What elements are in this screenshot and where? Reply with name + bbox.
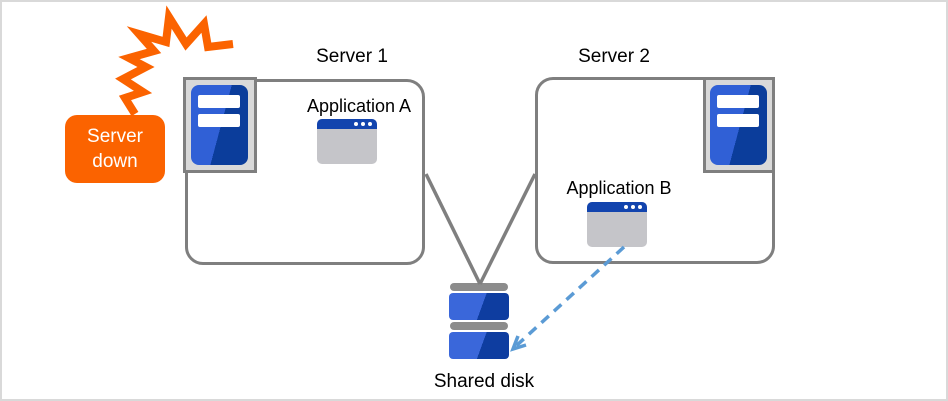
window-titlebar [587, 202, 647, 212]
application-a-label: Application A [306, 96, 412, 116]
disk-platter-bar [450, 322, 508, 330]
application-b-label: Application B [566, 178, 672, 198]
window-dots-icon [354, 122, 372, 126]
disk-stack-icon [449, 283, 509, 362]
window-dots-icon [624, 205, 642, 209]
connector-server1-disk [424, 173, 482, 285]
app-window-icon [317, 119, 377, 164]
tower-slot [198, 114, 240, 127]
server1-label: Server 1 [316, 46, 388, 67]
tower-slot [717, 95, 759, 108]
disk-platter-bar [450, 283, 508, 291]
server-tower-icon [191, 85, 248, 165]
server2-label: Server 2 [578, 46, 650, 67]
disk-platter [449, 293, 509, 320]
server-tower-icon [710, 85, 767, 165]
tower-slot [198, 95, 240, 108]
tower-slot [717, 114, 759, 127]
shared-disk-label: Shared disk [433, 371, 535, 392]
connector-server2-disk [478, 173, 537, 285]
server-down-badge: Server down [65, 115, 165, 183]
app-window-icon [587, 202, 647, 247]
window-titlebar [317, 119, 377, 129]
disk-platter [449, 332, 509, 359]
